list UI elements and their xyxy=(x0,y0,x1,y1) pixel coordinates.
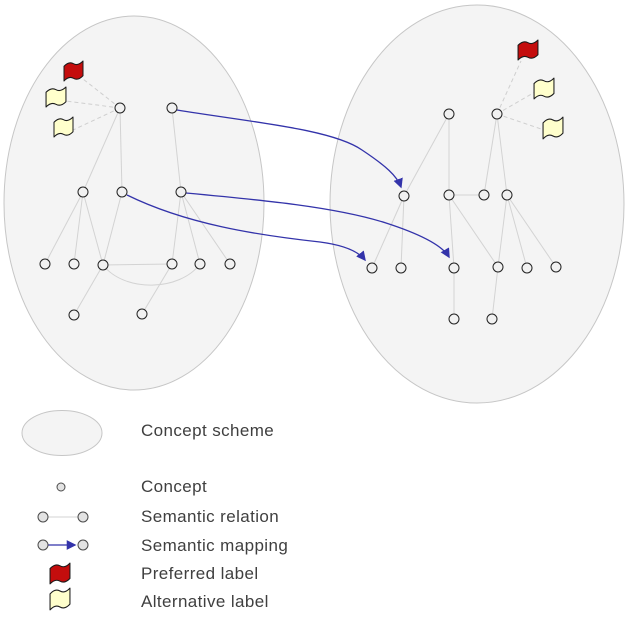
left-concept-scheme xyxy=(3,15,265,391)
semantic-relation-line xyxy=(180,191,231,265)
concept-icon xyxy=(56,482,66,492)
concept-node xyxy=(501,189,513,201)
semantic-relation-line xyxy=(44,191,84,265)
semantic-relation-line xyxy=(448,194,455,269)
concept-node xyxy=(224,258,236,270)
semantic-relation-line xyxy=(171,107,182,193)
concept-node xyxy=(448,262,460,274)
semantic-relation-line xyxy=(82,107,121,193)
concept-node xyxy=(486,313,498,325)
concept-scheme-ellipse xyxy=(3,15,265,391)
semantic-relation-line xyxy=(73,191,84,265)
concept-node xyxy=(491,108,503,120)
concept-node xyxy=(68,309,80,321)
concept-node xyxy=(448,313,460,325)
semantic-relation-line xyxy=(180,191,201,265)
legend-label-semantic-mapping: Semantic mapping xyxy=(141,536,289,555)
semantic-relation-icon xyxy=(37,511,89,523)
concept-node xyxy=(116,186,128,198)
concept-node xyxy=(366,262,378,274)
alternative-label-flag xyxy=(533,77,555,100)
semantic-relation-line xyxy=(496,113,508,196)
legend-label-alternative-label: Alternative label xyxy=(141,592,269,611)
concept-node xyxy=(97,259,109,271)
concept-node xyxy=(114,102,126,114)
concept-node xyxy=(398,190,410,202)
semantic-relation-line xyxy=(483,113,498,196)
preferred-label-flag xyxy=(63,60,84,82)
semantic-relation-line xyxy=(141,263,173,315)
label-attachment-line xyxy=(82,78,121,109)
concept-scheme-ellipse xyxy=(329,4,625,404)
semantic-mapping-arrow xyxy=(176,109,403,189)
concept-node xyxy=(521,262,533,274)
legend-label-preferred-label: Preferred label xyxy=(141,564,259,583)
concept-scheme-icon xyxy=(21,410,103,456)
legend-label-concept: Concept xyxy=(141,477,208,496)
concept-node xyxy=(166,258,178,270)
concept-node xyxy=(395,262,407,274)
concept-node xyxy=(68,258,80,270)
semantic-relation-line xyxy=(491,266,499,320)
concept-node xyxy=(77,186,89,198)
semantic-relation-line xyxy=(102,191,123,266)
label-attachment-line xyxy=(65,100,121,109)
label-attachment-line xyxy=(496,91,536,115)
semantic-relation-line xyxy=(506,194,557,268)
semantic-relation-line xyxy=(82,191,104,266)
semantic-relation-arc xyxy=(102,263,201,286)
alternative-label-flag xyxy=(53,116,74,138)
concept-node xyxy=(443,189,455,201)
diagram-canvas xyxy=(3,4,625,404)
semantic-mapping-icon xyxy=(37,539,89,551)
concept-node xyxy=(39,258,51,270)
legend-label-concept-scheme: Concept scheme xyxy=(141,421,275,440)
preferred-label-flag-icon xyxy=(49,562,71,585)
concept-node xyxy=(136,308,148,320)
semantic-mapping-arrow xyxy=(126,194,366,262)
semantic-relation-line xyxy=(73,264,104,316)
alternative-label-flag xyxy=(45,86,67,108)
semantic-mapping-arrow xyxy=(185,192,450,259)
alternative-label-flag xyxy=(542,116,564,140)
semantic-relation-line xyxy=(506,194,528,269)
semantic-relation-line xyxy=(171,191,182,265)
concept-node xyxy=(443,108,455,120)
semantic-relation-line xyxy=(119,107,123,193)
concept-node xyxy=(550,261,562,273)
label-attachment-line xyxy=(72,107,121,131)
semantic-relation-line xyxy=(497,194,508,268)
concept-node xyxy=(478,189,490,201)
concept-node xyxy=(166,102,178,114)
right-concept-scheme xyxy=(329,4,625,404)
semantic-relation-line xyxy=(102,263,173,266)
alternative-label-flag-icon xyxy=(49,587,71,611)
label-attachment-line xyxy=(496,113,545,131)
semantic-relation-line xyxy=(448,194,499,268)
concept-node xyxy=(175,186,187,198)
preferred-label-flag xyxy=(517,39,539,61)
semantic-relation-line xyxy=(371,195,405,269)
semantic-relation-line xyxy=(400,195,405,269)
semantic-relation-line xyxy=(403,113,450,197)
label-attachment-line xyxy=(496,60,522,115)
concept-node xyxy=(492,261,504,273)
legend-label-semantic-relation: Semantic relation xyxy=(141,507,280,526)
concept-node xyxy=(194,258,206,270)
